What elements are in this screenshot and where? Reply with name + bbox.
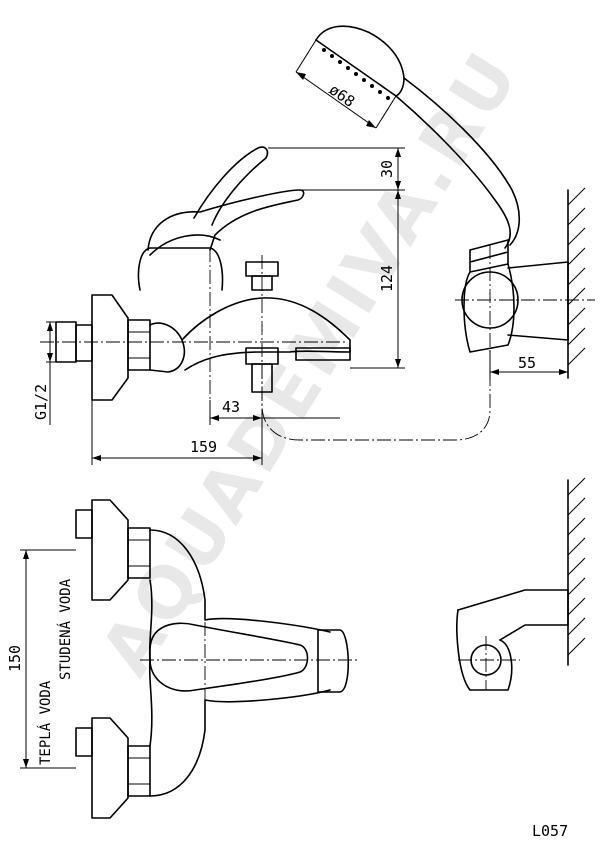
dim-spout-offset-text: 43 (222, 398, 240, 416)
dim-wall-offset: 55 (489, 350, 568, 378)
model-code: L057 (532, 822, 568, 840)
dim-total-length: 159 (91, 400, 263, 465)
dim-inlet-spacing-text: 150 (6, 645, 24, 672)
label-hot-water: TEPLÁ VODA (37, 680, 54, 765)
wall-holder-side (456, 589, 569, 691)
dim-total-length-text: 159 (190, 438, 217, 456)
dim-wall-offset-text: 55 (518, 354, 536, 372)
dim-diameter-text: ø68 (326, 81, 359, 111)
dim-height-text: 124 (378, 265, 396, 292)
mixer-side-view (40, 146, 351, 420)
dim-top-gap-text: 30 (378, 160, 396, 178)
mixer-top-view (75, 499, 360, 819)
wall-top (567, 187, 586, 379)
dim-thread: G1/2 (32, 321, 76, 425)
dim-thread-text: G1/2 (32, 384, 50, 420)
hand-shower (261, 25, 595, 441)
wall-bottom (567, 477, 586, 666)
dim-inlet-spacing: 150 (6, 549, 76, 769)
dim-diameter: ø68 (295, 39, 397, 129)
label-cold-water: STUDENÁ VODA (57, 578, 74, 680)
dim-height: 124 (350, 190, 405, 369)
nozzle-dots (322, 48, 390, 100)
dim-top-gap: 30 (268, 147, 405, 191)
dim-spout-offset: 43 (209, 398, 340, 425)
